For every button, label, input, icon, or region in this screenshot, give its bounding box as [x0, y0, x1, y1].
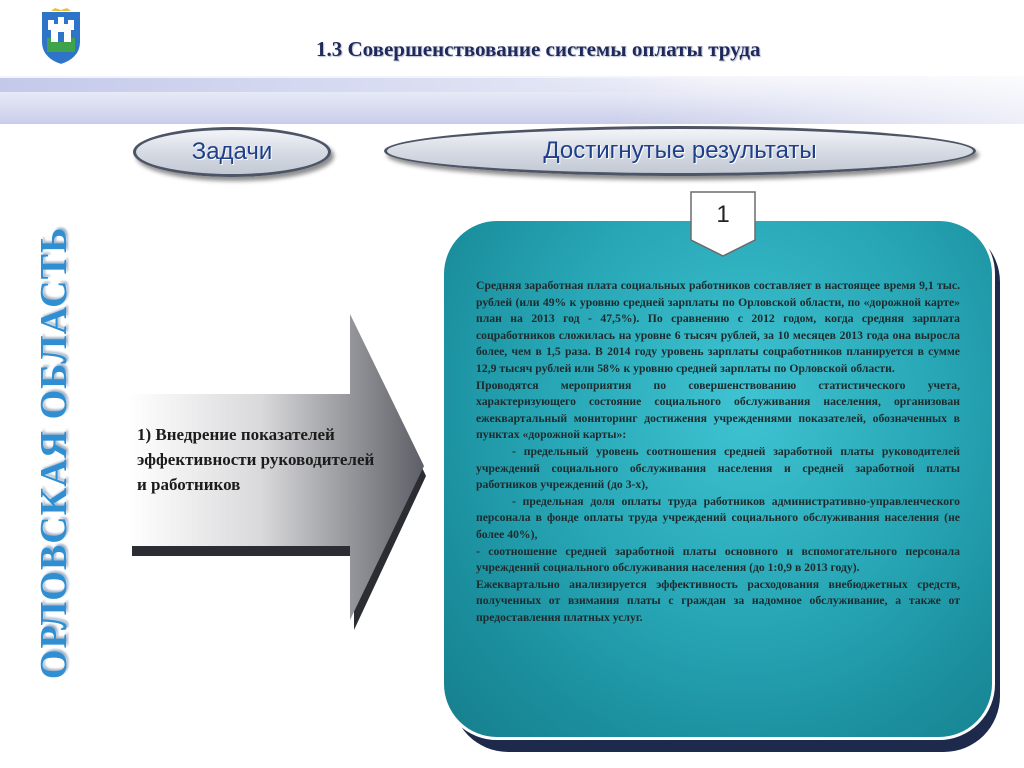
result-text-block: Средняя заработная плата социальных рабо…: [476, 278, 960, 626]
result-paragraph: - предельная доля оплаты труда работнико…: [476, 494, 960, 541]
result-paragraph: Ежеквартально анализируется эффективност…: [476, 577, 960, 624]
result-paragraph: - соотношение средней заработной платы о…: [476, 544, 960, 575]
result-paragraph: Средняя заработная плата социальных рабо…: [476, 279, 960, 375]
region-vertical-label: ОРЛОВСКАЯ ОБЛАСТЬ: [33, 226, 75, 680]
task-arrow-shape: [128, 314, 426, 630]
header-stripe-fade: [0, 76, 1024, 124]
result-number-badge: [690, 191, 756, 257]
coat-of-arms-icon: [40, 8, 82, 66]
page-title: 1.3 Совершенствование системы оплаты тру…: [316, 37, 761, 61]
task-item-text: 1) Внедрение показателей эффективности р…: [137, 425, 375, 494]
tasks-header-pill: Задачи: [133, 127, 331, 177]
result-box: [441, 218, 995, 740]
result-paragraph: Проводятся мероприятия по совершенствова…: [476, 378, 960, 442]
result-number: 1: [716, 201, 730, 228]
results-header-pill: Достигнутые результаты: [384, 126, 976, 176]
result-paragraph: - предельный уровень соотношения средней…: [476, 444, 960, 492]
results-header-label: Достигнутые результаты: [543, 137, 817, 164]
tasks-header-label: Задачи: [191, 138, 273, 165]
